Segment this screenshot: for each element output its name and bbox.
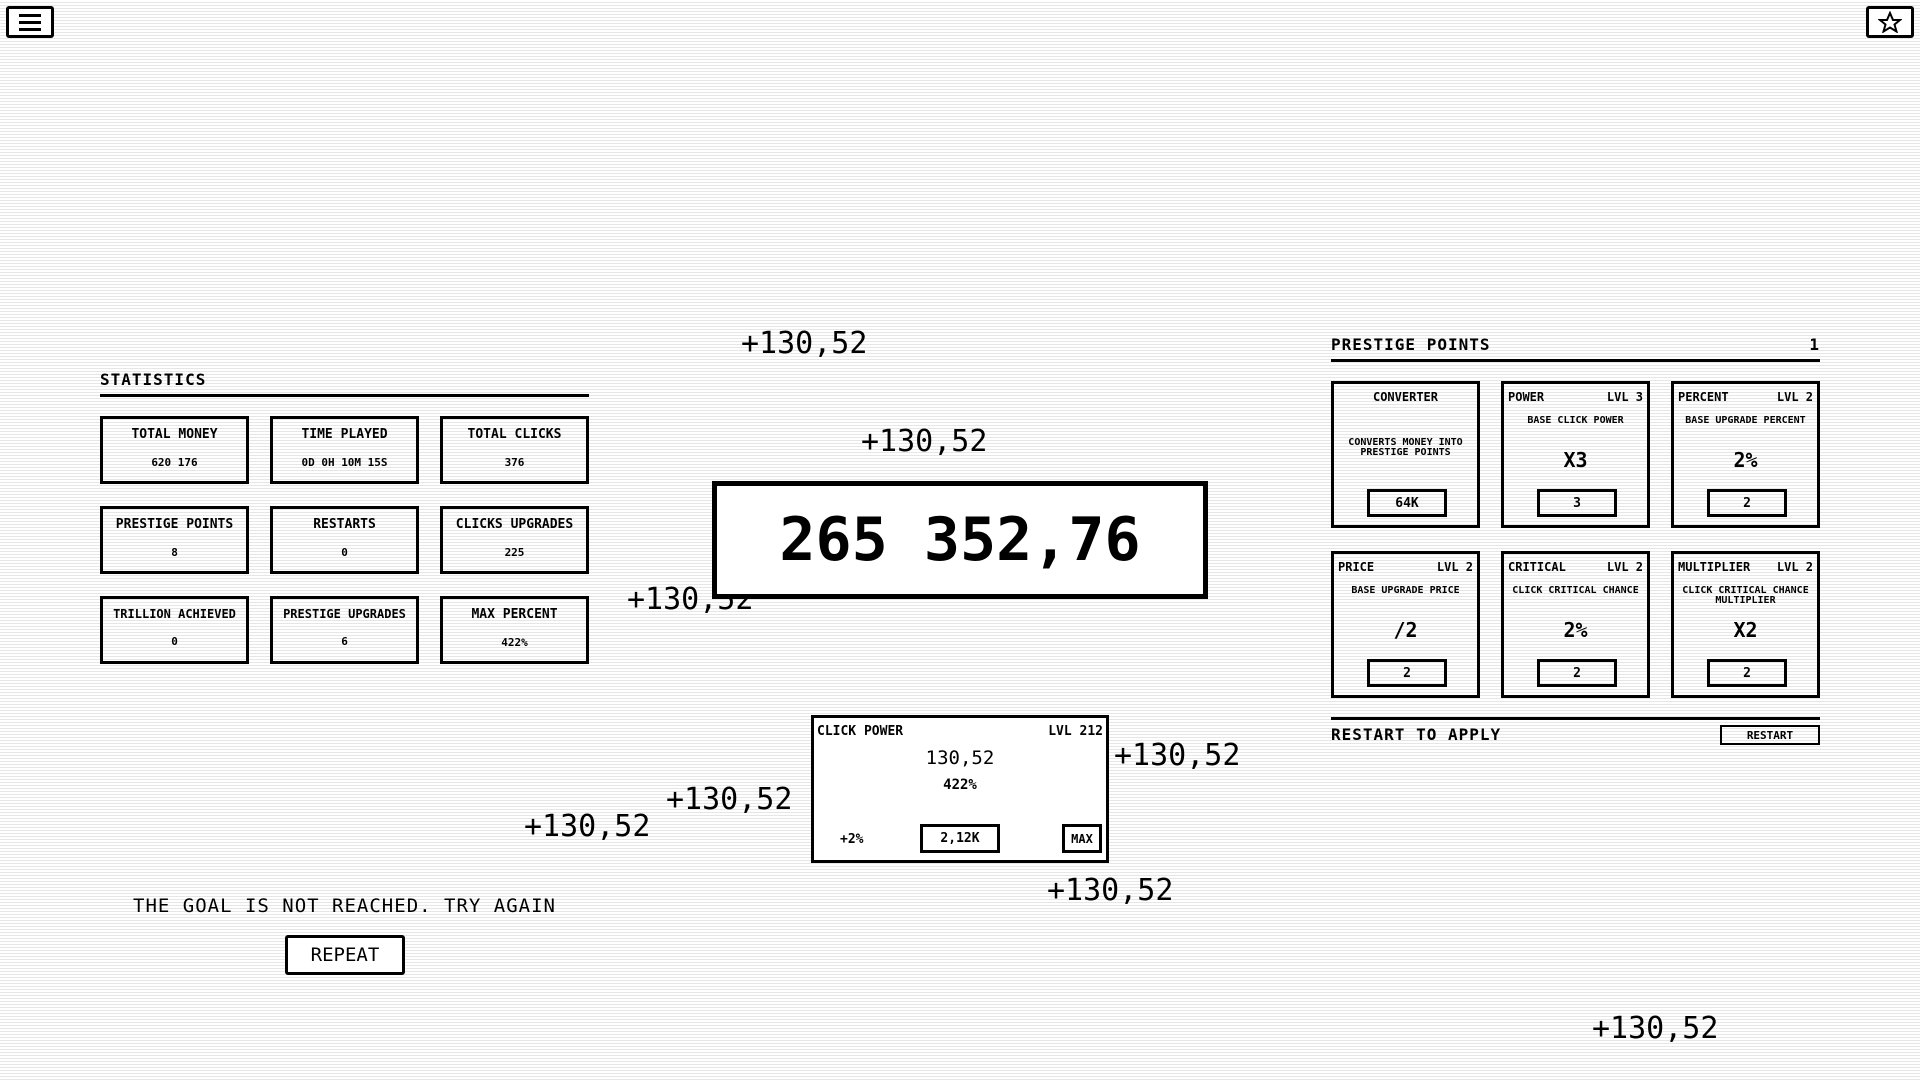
prestige-title: Prestige points bbox=[1331, 335, 1491, 354]
stat-label: Restarts bbox=[313, 517, 376, 532]
stat-value: 0D 0H 10M 15S bbox=[301, 456, 388, 469]
upgrade-description: Click critical chance multiplier bbox=[1682, 585, 1809, 606]
upgrade-level: LVL 2 bbox=[1606, 560, 1643, 574]
stat-prestige-upgrades: Prestige upgrades 6 bbox=[270, 596, 419, 664]
upgrade-level: LVL 2 bbox=[1776, 560, 1813, 574]
upgrade-name: Percent bbox=[1678, 390, 1729, 404]
restart-note: Restart to apply bbox=[1331, 725, 1502, 744]
max-buy-button[interactable]: MAX bbox=[1062, 824, 1102, 853]
star-icon bbox=[1878, 11, 1902, 33]
upgrade-description: Converts money into prestige points bbox=[1348, 437, 1463, 458]
click-gain-popup: +130,52 bbox=[1114, 738, 1241, 773]
click-power-increment: +2% bbox=[840, 832, 864, 847]
upgrade-name: Power bbox=[1508, 390, 1545, 404]
stat-label: Max percent bbox=[471, 607, 558, 622]
stat-value: 8 bbox=[171, 546, 178, 559]
prestige-upgrade-power: Power LVL 3 Base click power x3 3 bbox=[1501, 381, 1650, 528]
prestige-upgrade-critical: Critical LVL 2 Click critical chance 2% 2 bbox=[1501, 551, 1650, 698]
menu-button[interactable] bbox=[6, 6, 54, 38]
stat-label: Clicks upgrades bbox=[455, 517, 574, 532]
prestige-upgrade-multiplier: Multiplier LVL 2 Click critical chance mu… bbox=[1671, 551, 1820, 698]
upgrade-value: x2 bbox=[1733, 618, 1758, 642]
stat-label: Total clicks bbox=[467, 427, 562, 442]
stat-trillion-achieved: Trillion achieved 0 bbox=[100, 596, 249, 664]
prestige-upgrade-percent: Percent LVL 2 Base upgrade percent 2% 2 bbox=[1671, 381, 1820, 528]
stat-total-money: Total money 620 176 bbox=[100, 416, 249, 484]
favorite-button[interactable] bbox=[1866, 6, 1914, 38]
stat-value: 422% bbox=[501, 636, 528, 649]
stat-label: Time played bbox=[301, 427, 388, 442]
upgrade-buy-button[interactable]: 3 bbox=[1537, 489, 1617, 517]
stat-label: Prestige points bbox=[115, 517, 234, 532]
click-gain-popup: +130,52 bbox=[741, 326, 868, 361]
divider bbox=[100, 394, 589, 397]
upgrade-value: /2 bbox=[1393, 618, 1418, 642]
stat-restarts: Restarts 0 bbox=[270, 506, 419, 574]
stat-value: 620 176 bbox=[151, 456, 198, 469]
prestige-upgrade-price: Price LVL 2 Base upgrade price /2 2 bbox=[1331, 551, 1480, 698]
repeat-button[interactable]: Repeat bbox=[285, 935, 405, 975]
divider bbox=[1331, 717, 1820, 720]
stat-value: 225 bbox=[504, 546, 525, 559]
prestige-points-count: 1 bbox=[1809, 335, 1820, 354]
restart-button[interactable]: Restart bbox=[1720, 725, 1820, 745]
click-power-title: Click power bbox=[817, 724, 904, 739]
statistics-title: Statistics bbox=[100, 370, 207, 389]
upgrade-name: Multiplier bbox=[1678, 560, 1751, 574]
click-power-percent: 422% bbox=[943, 777, 977, 793]
goal-message: The goal is not reached. Try again bbox=[133, 895, 556, 917]
upgrade-description: Base upgrade percent bbox=[1685, 415, 1806, 426]
upgrade-description: Base click power bbox=[1527, 415, 1624, 426]
upgrade-level: LVL 2 bbox=[1436, 560, 1473, 574]
hamburger-menu-icon bbox=[19, 14, 41, 31]
upgrade-level: LVL 2 bbox=[1776, 390, 1813, 404]
money-counter: 265 352,76 bbox=[779, 505, 1141, 575]
upgrade-name: Converter bbox=[1372, 390, 1439, 404]
upgrade-buy-button[interactable]: 2 bbox=[1707, 489, 1787, 517]
stat-value: 6 bbox=[341, 635, 348, 648]
divider bbox=[1331, 359, 1820, 362]
upgrade-description: Base upgrade price bbox=[1351, 585, 1460, 596]
converter-buy-button[interactable]: 64K bbox=[1367, 489, 1447, 517]
upgrade-value: 2% bbox=[1563, 618, 1588, 642]
upgrade-buy-button[interactable]: 2 bbox=[1707, 659, 1787, 687]
stat-clicks-upgrades: Clicks upgrades 225 bbox=[440, 506, 589, 574]
stat-label: Total money bbox=[131, 427, 218, 442]
click-gain-popup: +130,52 bbox=[1592, 1011, 1719, 1046]
stat-max-percent: Max percent 422% bbox=[440, 596, 589, 664]
upgrade-value: x3 bbox=[1563, 448, 1588, 472]
upgrade-level: LVL 3 bbox=[1606, 390, 1643, 404]
buy-click-power-button[interactable]: 2,12K bbox=[920, 824, 1000, 853]
upgrade-name: Critical bbox=[1508, 560, 1566, 574]
click-gain-popup: +130,52 bbox=[861, 424, 988, 459]
upgrade-name: Price bbox=[1338, 560, 1375, 574]
click-gain-popup: +130,52 bbox=[524, 809, 651, 844]
prestige-converter-card: Converter Converts money into prestige p… bbox=[1331, 381, 1480, 528]
click-power-panel: Click power LVL 212 130,52 422% +2% 2,12… bbox=[811, 715, 1109, 863]
upgrade-value: 2% bbox=[1733, 448, 1758, 472]
stat-label: Prestige upgrades bbox=[283, 607, 406, 621]
click-gain-popup: +130,52 bbox=[666, 782, 793, 817]
stat-label: Trillion achieved bbox=[113, 607, 236, 621]
stat-time-played: Time played 0D 0H 10M 15S bbox=[270, 416, 419, 484]
click-power-level: LVL 212 bbox=[1048, 724, 1103, 739]
money-click-area[interactable]: 265 352,76 bbox=[712, 481, 1208, 599]
click-power-value: 130,52 bbox=[925, 747, 995, 769]
stat-value: 0 bbox=[341, 546, 348, 559]
stat-prestige-points: Prestige points 8 bbox=[100, 506, 249, 574]
upgrade-buy-button[interactable]: 2 bbox=[1367, 659, 1447, 687]
upgrade-buy-button[interactable]: 2 bbox=[1537, 659, 1617, 687]
click-gain-popup: +130,52 bbox=[1047, 873, 1174, 908]
upgrade-description: Click critical chance bbox=[1512, 585, 1639, 596]
stat-value: 0 bbox=[171, 635, 178, 648]
stat-value: 376 bbox=[504, 456, 525, 469]
stat-total-clicks: Total clicks 376 bbox=[440, 416, 589, 484]
